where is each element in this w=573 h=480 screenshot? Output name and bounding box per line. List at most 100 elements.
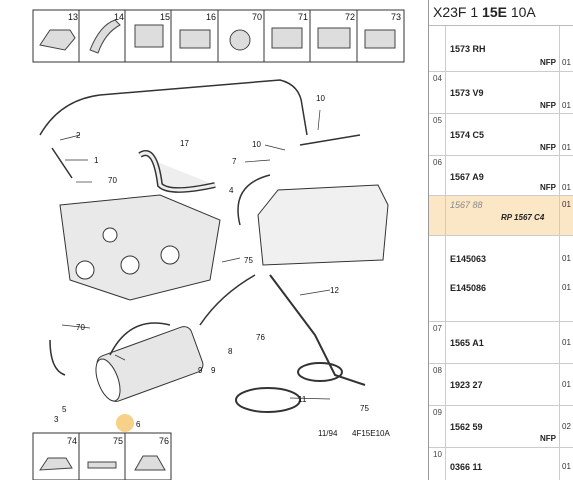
thumb-label-13: 13: [68, 12, 79, 22]
header-sub: 10A: [510, 4, 536, 20]
row-ref: 0366 11: [450, 462, 483, 472]
intake-manifold: [59, 194, 221, 301]
row-ref: 1567 A9: [450, 172, 484, 182]
row-qty: 01: [562, 283, 571, 292]
row-index: 07: [433, 324, 442, 333]
row-status: NFP: [540, 101, 556, 110]
header-model: X23F: [433, 4, 467, 20]
row-qty: 01: [562, 200, 571, 209]
callout-5: 5: [62, 405, 67, 414]
parts-list-header: X23F 1 15E 10A: [429, 0, 573, 26]
row-qty: 01: [562, 380, 571, 389]
parts-row[interactable]: 04 1573 V9 NFP 01: [429, 72, 573, 114]
row-ref: E145086: [450, 283, 487, 293]
clip-14-sketch: [89, 19, 121, 54]
thumb-label-16: 16: [206, 12, 217, 22]
row-qty: 01: [562, 338, 571, 347]
fuel-pipe-4: [237, 174, 271, 226]
parts-row[interactable]: 09 1562 59 NFP 02: [429, 406, 573, 448]
row-ref: 1562 59: [450, 422, 483, 432]
callout-6: 6: [136, 420, 141, 429]
fuel-line-to-tank: [299, 134, 361, 146]
thumb-label-70: 70: [252, 12, 263, 22]
thumb-label-72: 72: [345, 12, 356, 22]
header-num: 1: [470, 4, 479, 20]
callout-10b: 10: [252, 140, 261, 149]
screw-75-sketch: [87, 461, 117, 469]
parts-row[interactable]: 05 1574 C5 NFP 01: [429, 114, 573, 156]
clip-71-sketch: [271, 27, 303, 49]
callout-2: 2: [76, 131, 81, 140]
row-index: 08: [433, 366, 442, 375]
row-index: 04: [433, 74, 442, 83]
injector-pipe: [51, 147, 73, 179]
clip-73-sketch: [364, 29, 396, 49]
parts-row[interactable]: E145086 01: [429, 266, 573, 322]
hose-17: [138, 150, 216, 193]
clip-13-sketch: [39, 29, 76, 51]
parts-row[interactable]: 07 1565 A1 01: [429, 322, 573, 364]
row-qty: 01: [562, 58, 571, 67]
row-status: NFP: [540, 143, 556, 152]
bracket-15-sketch: [134, 24, 164, 48]
callout-17: 17: [180, 139, 189, 148]
parts-row[interactable]: 10 0366 11 01: [429, 448, 573, 480]
ref-date: 11/94: [318, 429, 338, 438]
thumb-label-14: 14: [114, 12, 125, 22]
callout-9b: 9: [211, 366, 216, 375]
parts-row[interactable]: 1573 RH NFP 01: [429, 26, 573, 72]
ref-code: 4F15E10A: [352, 429, 390, 438]
exploded-view-drawing: [32, 9, 405, 480]
row-index: 06: [433, 158, 442, 167]
callout-9: 9: [198, 366, 203, 375]
row-note: RP 1567 C4: [501, 213, 545, 222]
callout-1: 1: [94, 156, 99, 165]
callout-3: 3: [54, 415, 59, 424]
row-qty: 01: [562, 462, 571, 471]
bottom-thumbnail-frame: [32, 432, 172, 480]
parts-row-highlighted[interactable]: 1567 88 RP 1567 C4 01: [429, 196, 573, 236]
hose-5: [49, 339, 66, 376]
thumb-label-73: 73: [391, 12, 402, 22]
row-qty: 01: [562, 143, 571, 152]
row-qty: 01: [562, 254, 571, 263]
fuel-tank: [257, 184, 389, 266]
callout-7: 7: [232, 157, 237, 166]
parts-list-panel: X23F 1 15E 10A 1573 RH NFP 01 04 1573 V9…: [428, 0, 573, 480]
header-group: 15E: [482, 4, 507, 20]
fuel-return-line: [39, 79, 308, 136]
parts-row[interactable]: E145063 01: [429, 236, 573, 266]
row-ref: 1923 27: [450, 380, 483, 390]
callout-4: 4: [229, 186, 234, 195]
row-index: 09: [433, 408, 442, 417]
parts-diagram: 13 14 15 16 70 71 72 73 74 75 76 1 2 3 4…: [32, 9, 405, 480]
hose-clamp-70-sketch: [229, 29, 251, 51]
row-ref: E145063: [450, 254, 487, 264]
nut-76-sketch: [134, 455, 166, 471]
thumb-label-75: 75: [113, 436, 124, 446]
callout-10a: 10: [316, 94, 325, 103]
row-qty: 01: [562, 183, 571, 192]
callout-8: 8: [228, 347, 233, 356]
row-index: 10: [433, 450, 442, 459]
row-ref: 1565 A1: [450, 338, 484, 348]
fuel-filter-6: [95, 326, 204, 402]
callout-75a: 75: [244, 256, 253, 265]
callout-76: 76: [256, 333, 265, 342]
callout-75b: 75: [360, 404, 369, 413]
clip-16-sketch: [179, 29, 211, 49]
callout-70a: 70: [108, 176, 117, 185]
row-status: NFP: [540, 183, 556, 192]
row-index: 05: [433, 116, 442, 125]
parts-row[interactable]: 08 1923 27 01: [429, 364, 573, 406]
parts-row[interactable]: 06 1567 A9 NFP 01: [429, 156, 573, 196]
row-ref: 1574 C5: [450, 130, 485, 140]
thumb-label-15: 15: [160, 12, 171, 22]
thumb-label-74: 74: [67, 436, 78, 446]
highlight-marker: [116, 414, 134, 432]
row-status: NFP: [540, 434, 556, 443]
bracket-12: [269, 274, 366, 386]
row-ref: 1573 RH: [450, 44, 486, 54]
row-ref: 1567 88: [450, 200, 483, 210]
thumb-label-71: 71: [298, 12, 309, 22]
